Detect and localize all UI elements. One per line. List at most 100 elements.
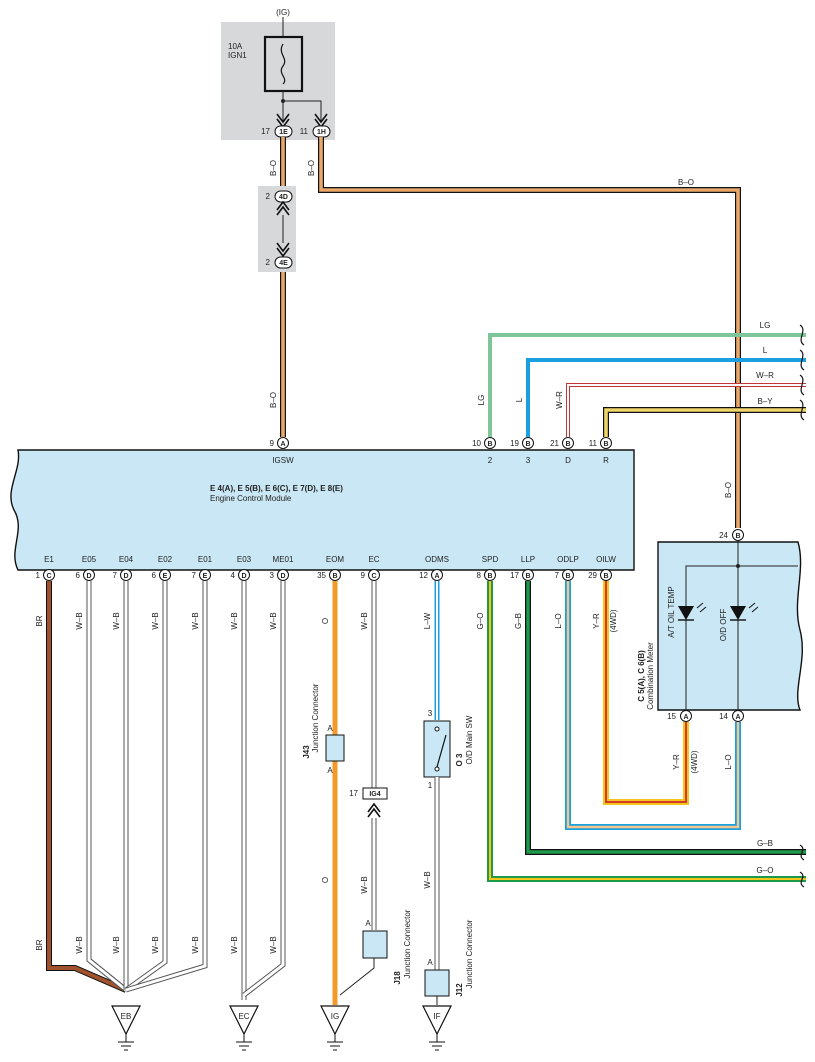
svg-text:IGSW: IGSW (272, 456, 294, 465)
svg-text:7: 7 (192, 571, 197, 580)
svg-text:W–B: W–B (151, 612, 160, 629)
ecm-bottom-pin: A 12 ODMS (419, 555, 449, 581)
wire-b-y (603, 407, 806, 437)
svg-text:35: 35 (317, 571, 326, 580)
svg-text:3: 3 (270, 571, 275, 580)
svg-text:A: A (434, 573, 439, 580)
led-icon (730, 602, 759, 621)
ground-icon: EB (111, 1005, 141, 1051)
svg-text:E: E (163, 573, 168, 580)
svg-text:B–Y: B–Y (757, 397, 773, 406)
svg-text:L–O: L–O (554, 613, 563, 628)
svg-text:O: O (321, 877, 330, 883)
svg-text:W–B: W–B (151, 936, 160, 953)
svg-text:IG4: IG4 (369, 791, 380, 798)
svg-text:W–B: W–B (423, 871, 432, 888)
svg-text:15: 15 (667, 712, 676, 721)
svg-text:7: 7 (113, 571, 118, 580)
svg-text:BR: BR (35, 615, 44, 626)
svg-text:(4WD): (4WD) (609, 609, 618, 632)
svg-text:IG: IG (331, 1012, 339, 1021)
svg-text:B–O: B–O (307, 160, 316, 176)
wire-g-o (487, 581, 806, 882)
svg-text:B: B (565, 573, 570, 580)
led-icon (678, 602, 707, 621)
svg-text:BR: BR (35, 939, 44, 950)
svg-text:W–B: W–B (269, 612, 278, 629)
fuse-element-icon (280, 43, 286, 85)
ecm-top-pin: B 19 3 (510, 437, 534, 465)
svg-text:EB: EB (121, 1012, 132, 1021)
connector-arrow-icon (276, 242, 290, 258)
svg-text:W–R: W–R (555, 391, 564, 409)
svg-text:W–R: W–R (756, 371, 774, 380)
svg-text:2: 2 (266, 258, 271, 267)
connector-arrow-icon (367, 802, 381, 818)
wire-break-icon (799, 324, 805, 421)
svg-text:IF: IF (433, 1012, 440, 1021)
svg-text:2: 2 (488, 456, 493, 465)
svg-text:3: 3 (428, 709, 433, 718)
ecm-body (10, 449, 635, 571)
junction-connector-j43 (325, 734, 345, 762)
j12-code: J12 (455, 983, 464, 997)
svg-text:Y–R: Y–R (592, 613, 601, 629)
ecm-top-pin: A 9 IGSW (270, 437, 294, 465)
svg-text:B: B (603, 573, 608, 580)
led-label-od-off: O/D OFF (719, 609, 728, 642)
svg-text:B: B (332, 573, 337, 580)
wire-break-icon (799, 844, 805, 888)
connector-arrow-icon (276, 200, 290, 216)
connector-ig4 (362, 787, 388, 800)
j43-name: Junction Connector (311, 683, 320, 752)
ecm-bottom-pins: C1E1D6E05D7E04E6E02E7E01D4E03D3ME01B35EO… (36, 555, 616, 581)
fuse-rating: 10A (228, 42, 243, 51)
svg-text:A: A (427, 958, 433, 967)
svg-text:ODLP: ODLP (557, 555, 579, 564)
svg-text:B–O: B–O (269, 392, 278, 408)
svg-text:SPD: SPD (482, 555, 499, 564)
ground-icon: IF (422, 1005, 452, 1051)
svg-text:O: O (321, 618, 330, 624)
svg-text:E05: E05 (82, 555, 97, 564)
svg-text:4: 4 (231, 571, 236, 580)
svg-text:21: 21 (550, 439, 559, 448)
svg-text:B: B (525, 573, 530, 580)
junction-connector-j12 (424, 969, 450, 997)
svg-text:9: 9 (361, 571, 366, 580)
svg-text:W–B: W–B (75, 612, 84, 629)
svg-text:ODMS: ODMS (425, 555, 449, 564)
svg-text:A: A (327, 766, 333, 775)
svg-text:19: 19 (510, 439, 519, 448)
j43-code: J43 (302, 745, 311, 759)
svg-text:12: 12 (419, 571, 428, 580)
svg-text:B: B (565, 441, 570, 448)
svg-text:2: 2 (266, 192, 271, 201)
meter-name: Combination Meter (646, 642, 655, 710)
svg-text:D: D (123, 573, 128, 580)
wire-y-r (603, 581, 689, 805)
svg-text:R: R (603, 456, 609, 465)
wire-l-o (565, 581, 741, 830)
ecm-title: E 4(A), E 5(B), E 6(C), E 7(D), E 8(E) (210, 484, 343, 493)
svg-text:B–O: B–O (678, 178, 694, 187)
svg-text:3: 3 (526, 456, 531, 465)
svg-text:11: 11 (589, 439, 598, 448)
switch-contact-icon (436, 734, 447, 768)
svg-text:A: A (735, 714, 740, 721)
svg-text:W–B: W–B (75, 936, 84, 953)
wire-g-b (525, 581, 806, 855)
fuse-name: IGN1 (228, 51, 247, 60)
svg-text:L–W: L–W (423, 612, 432, 629)
wire-w-b-ec-pin (339, 581, 377, 996)
